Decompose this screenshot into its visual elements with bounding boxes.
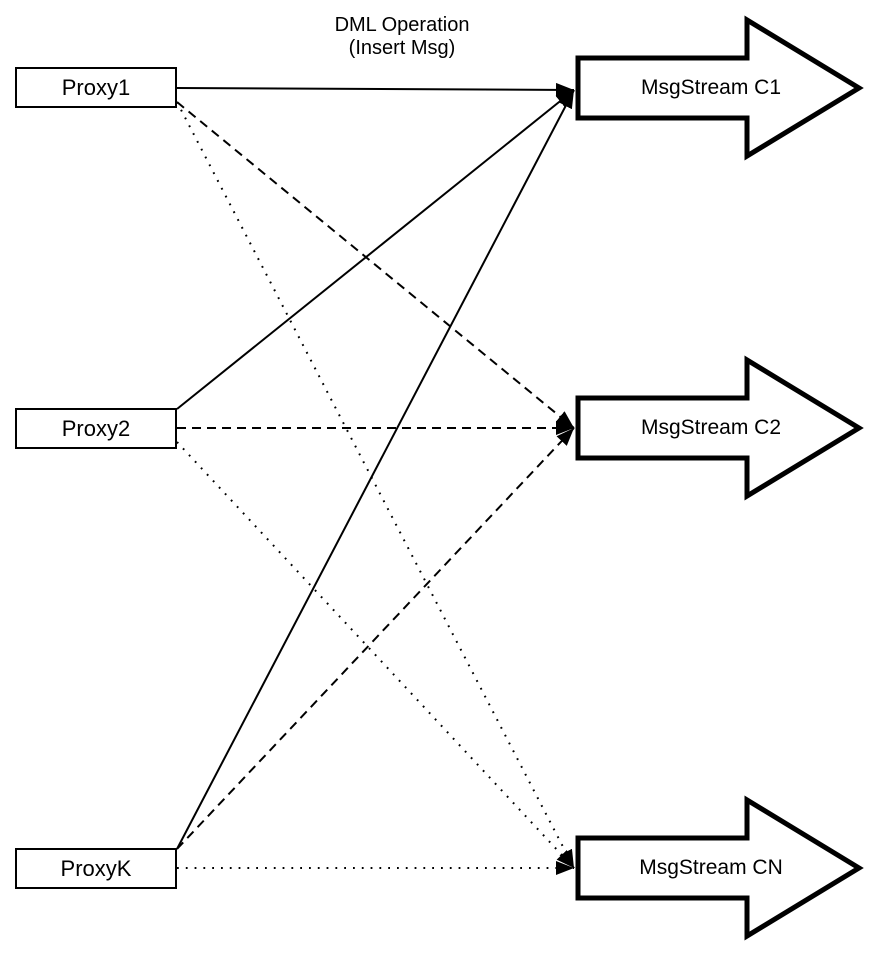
edge-proxy2-c1 [176,89,575,410]
edge-proxyk-c2 [176,427,575,850]
node-proxy2-label: Proxy2 [61,415,131,441]
edge-proxy1-c1 [176,82,575,97]
node-msgstream-c1-label: MsgStream C1 [640,76,782,99]
node-msgstream-cn: MsgStream CN [575,795,864,941]
node-proxy1: Proxy1 [15,67,177,108]
edge-proxyk-c1 [176,89,575,850]
edge-label: DML Operation (Insert Msg) [252,14,552,60]
node-proxy2: Proxy2 [15,408,177,449]
block-arrow-icon [575,795,864,941]
node-msgstream-c2: MsgStream C2 [575,355,864,501]
edge-proxy1-c2 [176,101,575,429]
edge-proxy2-cn [176,441,575,869]
edge-label-line2: (Insert Msg) [348,37,456,59]
node-proxy1-label: Proxy1 [61,74,131,100]
node-msgstream-c1: MsgStream C1 [575,15,864,161]
node-proxyk: ProxyK [15,848,177,889]
edge-proxy1-cn [176,101,575,869]
node-msgstream-c2-label: MsgStream C2 [640,416,782,439]
block-arrow-icon [575,355,864,501]
node-msgstream-cn-label: MsgStream CN [639,856,783,879]
block-arrow-icon [575,15,864,161]
node-proxyk-label: ProxyK [60,855,132,881]
edge-label-line1: DML Operation [334,14,470,36]
